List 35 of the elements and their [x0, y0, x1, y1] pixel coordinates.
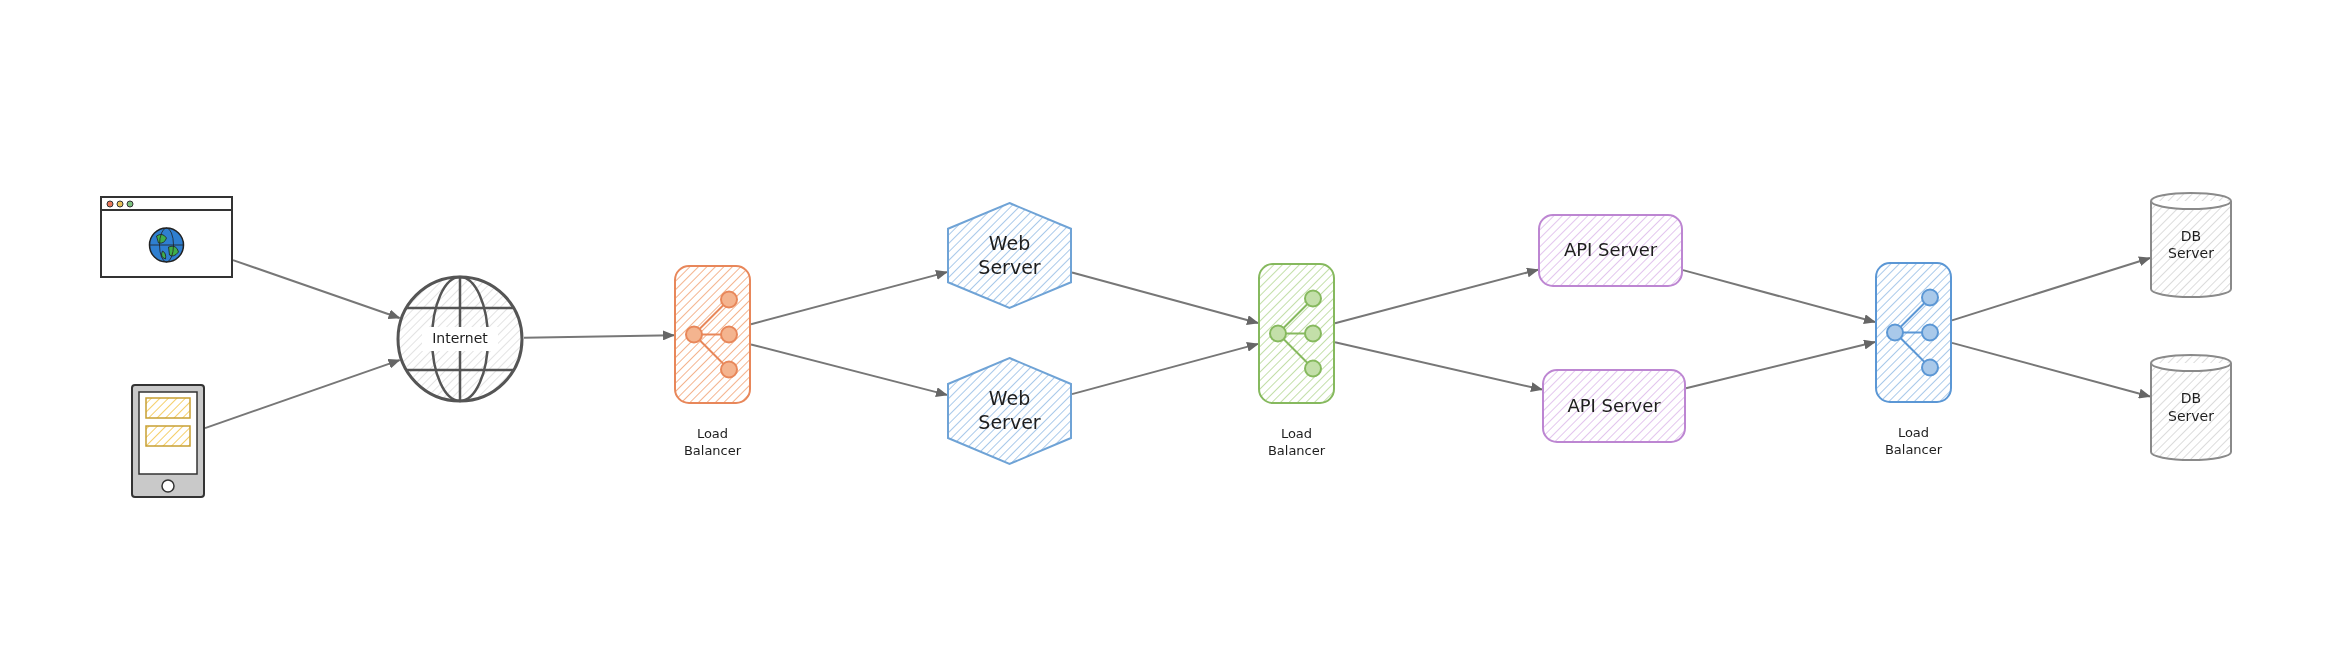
arrow: [232, 259, 401, 320]
database-cylinder: [2150, 193, 2232, 297]
node-label: Internet: [432, 330, 488, 348]
load-balancer-box: [674, 265, 751, 404]
arrow: [1951, 341, 2151, 399]
load-balancer-box: [1258, 263, 1335, 404]
node-label: DB Server: [2167, 390, 2215, 425]
server-box: [1542, 369, 1686, 443]
server-hexagon: [947, 202, 1072, 309]
server-box: [1538, 214, 1683, 287]
arrow: [1071, 271, 1259, 325]
database-cylinder: [2150, 355, 2232, 460]
node-caption: Load Balancer: [1266, 426, 1327, 460]
arrow: [1334, 267, 1539, 325]
arrow: [1071, 341, 1259, 396]
arrow: [1334, 341, 1543, 392]
arrow: [1951, 256, 2151, 322]
node-label: DB Server: [2167, 227, 2215, 263]
load-balancer-box: [1875, 262, 1952, 403]
node-caption: Load Balancer: [682, 426, 743, 460]
arrow: [750, 343, 948, 397]
arrow: [750, 270, 948, 326]
node-label: Web Server: [977, 231, 1042, 280]
node-label: Web Server: [977, 387, 1042, 435]
arrow: [523, 330, 675, 341]
arrow: [1682, 269, 1876, 325]
node-label: API Server: [1567, 394, 1661, 418]
globe-circle: [396, 275, 524, 403]
node-caption: Load Balancer: [1883, 425, 1944, 459]
server-hexagon: [947, 357, 1072, 465]
node-label: API Server: [1563, 239, 1658, 262]
browser-window-icon: [100, 196, 233, 278]
arrow: [204, 359, 401, 430]
tablet-icon: [131, 384, 205, 498]
arrow: [1685, 339, 1876, 390]
